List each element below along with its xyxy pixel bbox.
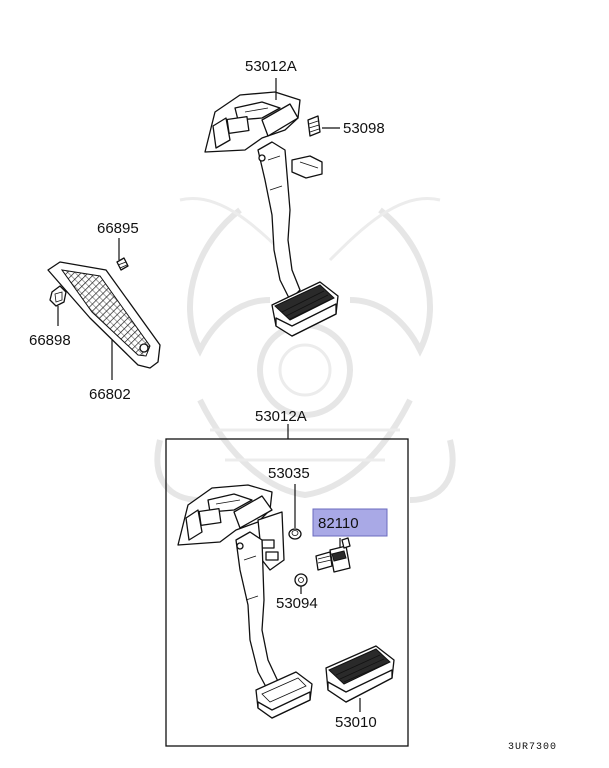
pedal-pad-cover: [47, 257, 161, 369]
lower-pedal-assembly: [177, 484, 313, 719]
assembly-box: [165, 438, 409, 747]
washer-part: [294, 573, 308, 587]
watermark-crest: [154, 197, 456, 503]
label-nut[interactable]: 66898: [29, 332, 71, 349]
label-washer[interactable]: 53094: [276, 595, 318, 612]
label-pad[interactable]: 66802: [89, 386, 131, 403]
bushing-part: [288, 528, 302, 540]
label-screw[interactable]: 66895: [97, 220, 139, 237]
pedal-pad-part: [325, 645, 395, 703]
top-pedal-assembly: [204, 91, 339, 337]
label-top-bolt[interactable]: 53098: [343, 120, 385, 137]
label-switch[interactable]: 82110: [318, 515, 359, 532]
highlight-box: [312, 508, 388, 537]
stop-light-switch: [315, 537, 351, 573]
label-top-assembly[interactable]: 53012A: [245, 58, 297, 75]
label-pedal-pad[interactable]: 53010: [335, 714, 377, 731]
diagram-code: 3UR7300: [508, 742, 557, 753]
label-box-assembly[interactable]: 53012A: [255, 408, 307, 425]
label-bushing[interactable]: 53035: [268, 465, 310, 482]
